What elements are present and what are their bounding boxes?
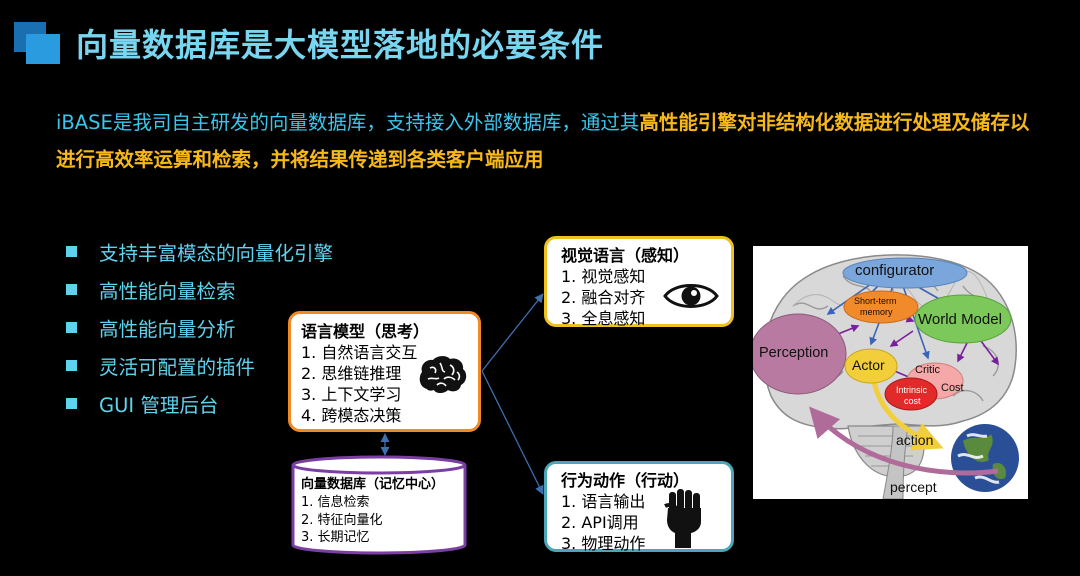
brain-icon (419, 356, 467, 393)
fist-icon (664, 489, 701, 548)
action-item: 3. 物理动作 (561, 534, 646, 553)
language-model-box: 语言模型（思考） 1. 自然语言交互 2. 思维链推理 3. 上下文学习 4. … (288, 311, 481, 432)
feature-label: 高性能向量检索 (99, 279, 236, 303)
action-box: 行为动作（行动） 1. 语言输出 2. API调用 3. 物理动作 (544, 461, 734, 553)
action-title: 行为动作（行动） (561, 471, 690, 490)
feature-label: GUI 管理后台 (99, 393, 219, 417)
actor-label: Actor (852, 357, 885, 373)
vector-db-title: 向量数据库（记忆中心） (301, 477, 445, 492)
bullet-square-icon (66, 359, 77, 371)
feature-item: GUI 管理后台 (66, 384, 333, 422)
feature-label: 支持丰富模态的向量化引擎 (99, 241, 334, 265)
logo-mark (14, 22, 60, 64)
bullet-square-icon (66, 321, 77, 333)
db-item: 3. 长期记忆 (301, 530, 370, 545)
intrinsic-cost-label: cost (904, 396, 921, 406)
memory-label: memory (860, 307, 893, 317)
vision-language-box: 视觉语言（感知） 1. 视觉感知 2. 融合对齐 3. 全息感知 (544, 236, 734, 328)
db-item: 2. 特征向量化 (301, 512, 383, 528)
intro-text-highlight: 高性能引擎对非结构化数据进行处理及储存以进行高效率运算和检索，并将结果传递到各类… (56, 111, 1030, 171)
cost-label: Cost (941, 382, 964, 394)
arrow-to-vision (481, 293, 544, 372)
language-item: 2. 思维链推理 (301, 364, 402, 383)
arrow-to-action (481, 370, 544, 495)
feature-label: 灵活可配置的插件 (99, 355, 256, 379)
intro-text-normal: iBASE是我司自主研发的向量数据库，支持接入外部数据库，通过其 (56, 111, 640, 134)
language-model-title: 语言模型（思考） (301, 322, 430, 341)
intrinsic-label: Intrinsic (896, 385, 928, 395)
slide-title: 向量数据库是大模型落地的必要条件 (76, 26, 605, 64)
bullet-square-icon (66, 245, 77, 257)
bullet-square-icon (66, 397, 77, 409)
action-item: 1. 语言输出 (561, 492, 646, 511)
world-model-label: World Model (918, 311, 1002, 328)
vision-title: 视觉语言（感知） (561, 246, 690, 265)
percept-label: percept (890, 479, 937, 495)
language-item: 4. 跨模态决策 (301, 406, 402, 425)
language-item: 1. 自然语言交互 (301, 343, 418, 362)
feature-item: 灵活可配置的插件 (66, 346, 333, 384)
vision-item: 1. 视觉感知 (561, 267, 646, 286)
feature-list: 支持丰富模态的向量化引擎 高性能向量检索 高性能向量分析 灵活可配置的插件 GU… (66, 232, 333, 422)
database-icon (291, 455, 467, 555)
feature-item: 支持丰富模态的向量化引擎 (66, 232, 333, 270)
eye-icon (663, 284, 719, 308)
vector-db-cylinder: 向量数据库（记忆中心） 1. 信息检索 2. 特征向量化 3. 长期记忆 (289, 455, 469, 555)
vector-db-text: 向量数据库（记忆中心） 1. 信息检索 2. 特征向量化 3. 长期记忆 (301, 473, 444, 547)
intro-paragraph: iBASE是我司自主研发的向量数据库，支持接入外部数据库，通过其高性能引擎对非结… (56, 104, 1036, 178)
perception-label: Perception (759, 345, 829, 361)
db-item: 1. 信息检索 (301, 495, 370, 510)
action-label: action (896, 432, 934, 448)
feature-item: 高性能向量分析 (66, 308, 333, 346)
vision-item: 2. 融合对齐 (561, 288, 646, 307)
brain-architecture-diagram: configurator Short-term memory World Mod… (753, 246, 1028, 499)
short-term-label: Short-term (854, 296, 897, 306)
language-item: 3. 上下文学习 (301, 385, 402, 404)
brain-illustration (753, 254, 1019, 499)
bullet-square-icon (66, 283, 77, 295)
critic-label: Critic (915, 364, 941, 376)
configurator-label: configurator (855, 262, 935, 279)
vision-item: 3. 全息感知 (561, 309, 646, 328)
action-item: 2. API调用 (561, 513, 639, 532)
feature-label: 高性能向量分析 (99, 317, 236, 341)
feature-item: 高性能向量检索 (66, 270, 333, 308)
